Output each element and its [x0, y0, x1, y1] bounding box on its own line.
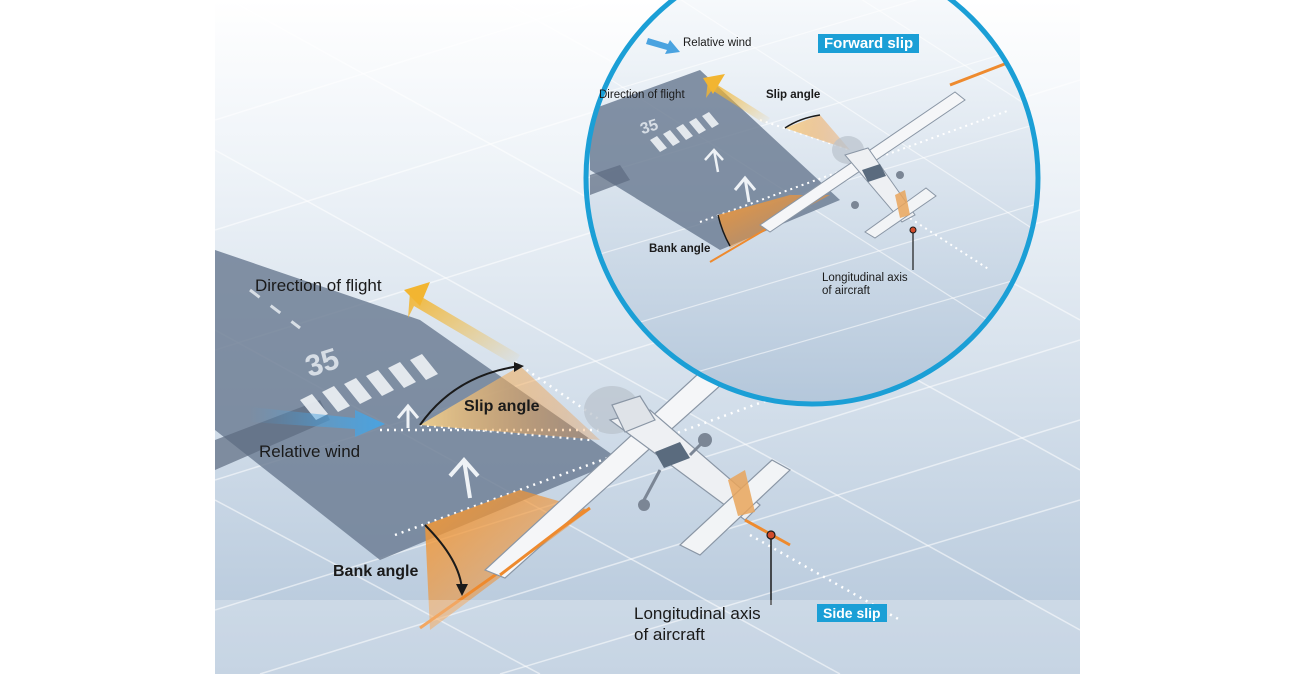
forward-slip-tag: Forward slip [818, 34, 920, 53]
inset-longitudinal-axis-label-line2: of aircraft [822, 285, 870, 297]
inset-wind-arrow-icon [646, 38, 680, 54]
flight-arrow-icon [404, 282, 520, 365]
inset-relative-wind-label: Relative wind [683, 37, 752, 49]
inset-airplane-icon [759, 91, 966, 239]
inset-direction-of-flight-label: Direction of flight [599, 89, 685, 101]
inset-longitudinal-axis-label-line1: Longitudinal axis [822, 272, 908, 284]
inset-bank-angle-label: Bank angle [649, 243, 711, 255]
slip-angle-label: Slip angle [464, 398, 540, 415]
inset-slip-angle-label: Slip angle [766, 89, 821, 101]
direction-of-flight-label: Direction of flight [255, 276, 382, 295]
slip-angle-wedge [420, 366, 600, 440]
airplane-icon [483, 339, 792, 579]
inset-border [583, 0, 1041, 407]
relative-wind-label: Relative wind [259, 442, 361, 461]
forward-slip-inset: 35 [583, 0, 1041, 407]
slip-angle-arc [419, 365, 521, 426]
wind-arrow-icon [250, 407, 385, 437]
inset-runway-number: 35 [638, 116, 660, 138]
bank-angle-label: Bank angle [333, 563, 419, 580]
axis-marker [766, 530, 776, 540]
inset-flight-arrow-icon [703, 74, 770, 124]
longitudinal-axis-label-line1: Longitudinal axis [634, 604, 761, 623]
longitudinal-axis-label-line2: of aircraft [634, 625, 705, 644]
side-slip-tag: Side slip [817, 604, 887, 622]
